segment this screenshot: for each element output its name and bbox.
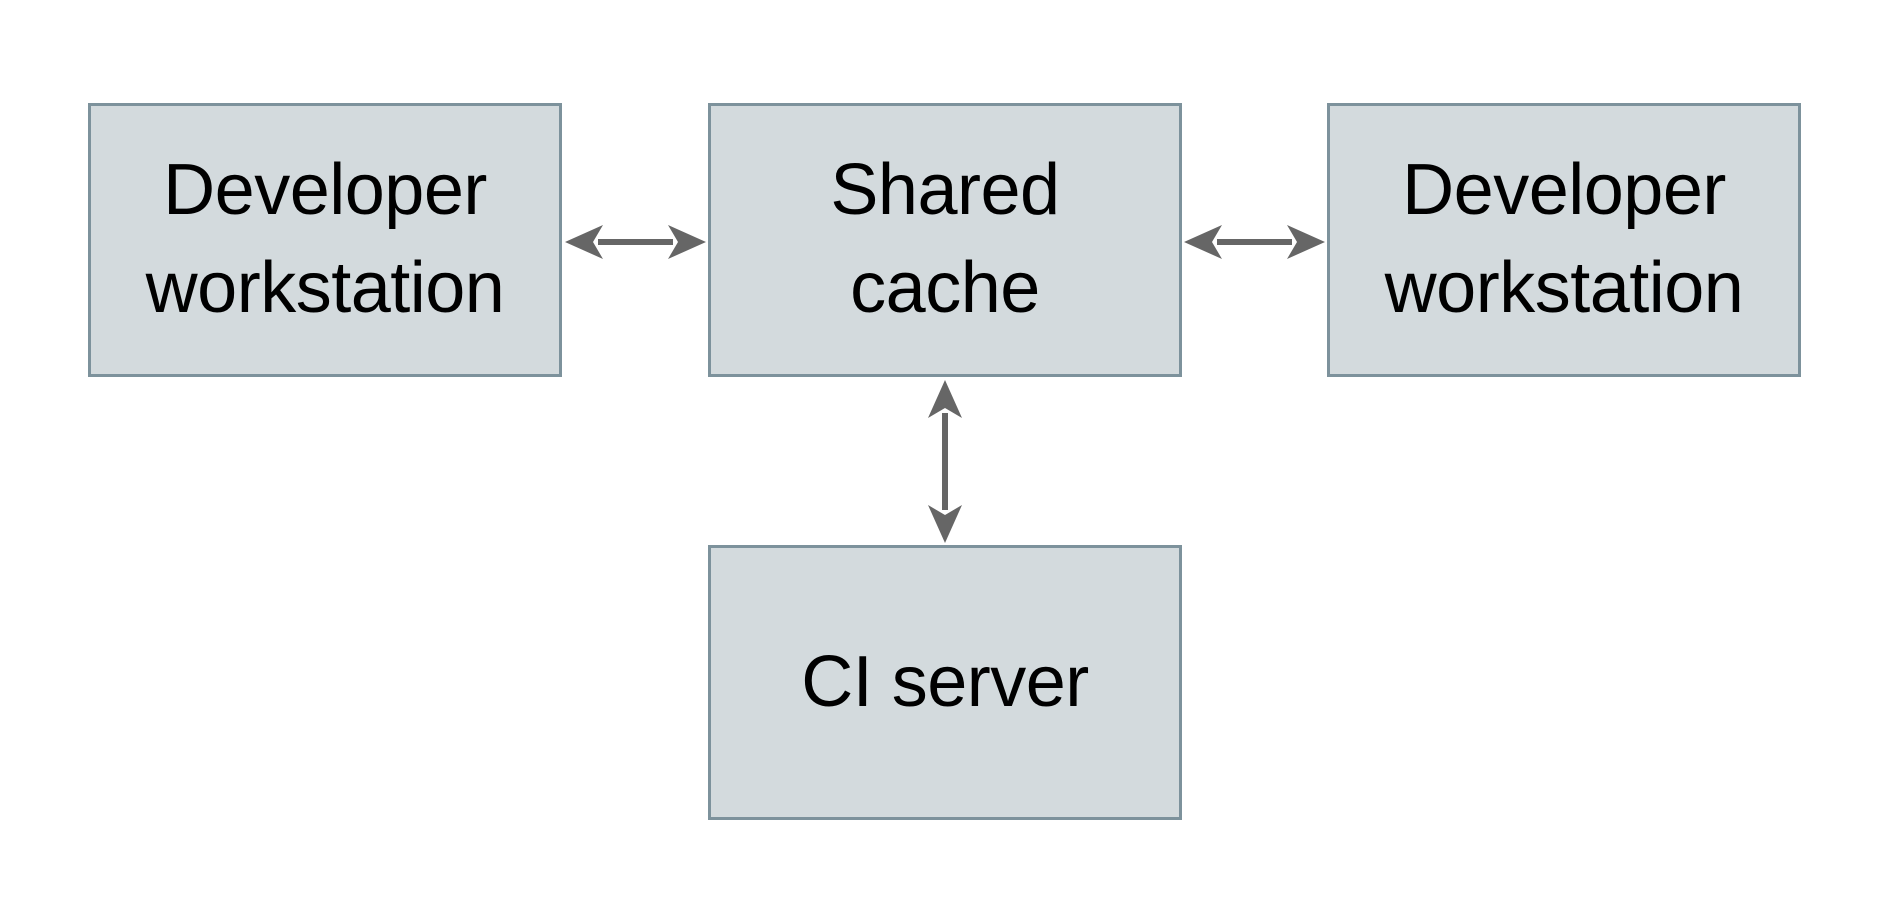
node-developer-workstation-right: Developer workstation bbox=[1327, 103, 1801, 377]
node-label: Developer workstation bbox=[1384, 150, 1744, 328]
arrowhead-left-icon bbox=[565, 225, 603, 259]
arrowhead-up-icon bbox=[928, 380, 962, 418]
arrowhead-left-icon bbox=[1184, 225, 1222, 259]
node-label: Developer workstation bbox=[145, 150, 505, 328]
node-ci-server: CI server bbox=[708, 545, 1182, 820]
arrow-workstation-left-shared-cache bbox=[565, 225, 706, 259]
node-label: Shared cache bbox=[830, 150, 1060, 328]
node-label: CI server bbox=[801, 641, 1089, 722]
arrowhead-right-icon bbox=[1287, 225, 1325, 259]
node-developer-workstation-left: Developer workstation bbox=[88, 103, 562, 377]
arrow-shared-cache-ci-server bbox=[928, 380, 962, 543]
arrowhead-down-icon bbox=[928, 505, 962, 543]
node-shared-cache: Shared cache bbox=[708, 103, 1182, 377]
arrow-shared-cache-workstation-right bbox=[1184, 225, 1325, 259]
arrowhead-right-icon bbox=[668, 225, 706, 259]
